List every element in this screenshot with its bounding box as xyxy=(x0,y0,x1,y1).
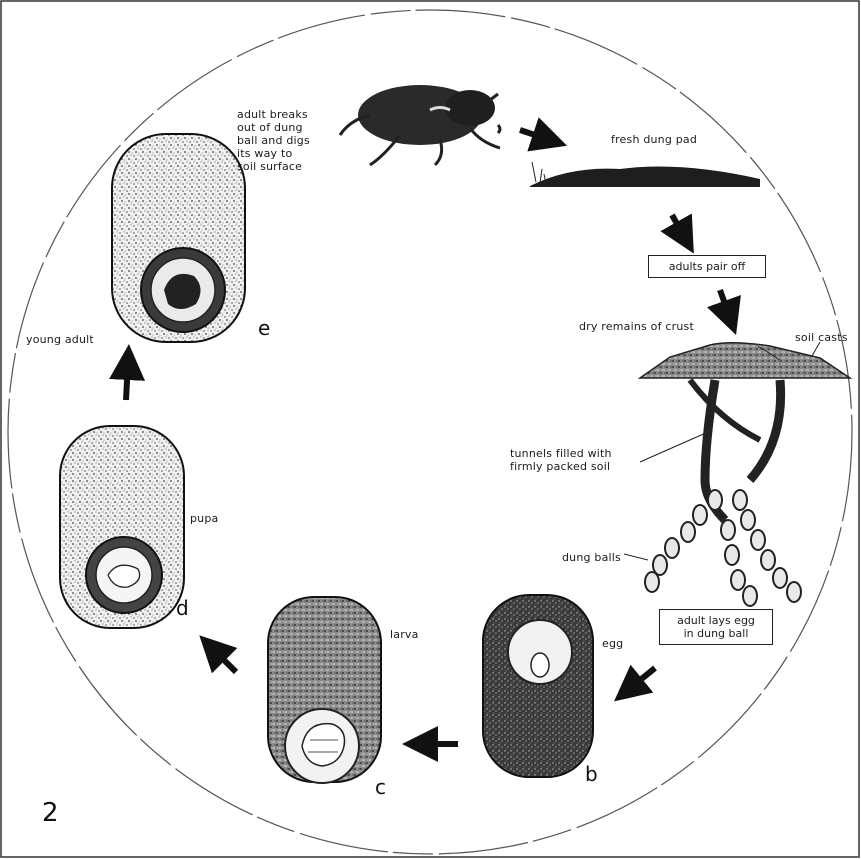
label-adult-emerges: adult breaks out of dung ball and digs i… xyxy=(237,108,347,173)
larva-ball xyxy=(268,597,381,783)
label-soil-casts: soil casts xyxy=(795,331,848,344)
pupa-ball xyxy=(60,426,184,628)
arrow-to-dung-pad xyxy=(520,130,550,140)
label-tunnels: tunnels filled with firmly packed soil xyxy=(510,447,612,473)
stage-letter-c: c xyxy=(375,775,386,799)
label-dung-balls: dung balls xyxy=(562,551,621,564)
label-young-adult: young adult xyxy=(26,333,94,346)
egg-ball xyxy=(483,595,593,777)
stage-letter-b: b xyxy=(585,762,598,786)
box-adult-lays-egg: adult lays egg in dung ball xyxy=(659,609,773,645)
arrow-to-burrow xyxy=(720,290,730,318)
label-dry-remains: dry remains of crust xyxy=(579,320,694,333)
arrow-to-egg xyxy=(628,668,655,690)
arrow-to-pair-off xyxy=(672,215,685,238)
label-egg: egg xyxy=(602,637,623,650)
label-fresh-dung-pad: fresh dung pad xyxy=(611,133,697,146)
arrow-to-young-adult xyxy=(126,362,128,400)
box-adults-pair-off: adults pair off xyxy=(648,255,766,278)
young-adult-ball xyxy=(112,134,245,342)
stage-letter-e: e xyxy=(258,316,270,340)
figure-number: 2 xyxy=(42,798,59,828)
arrow-to-pupa xyxy=(212,648,236,672)
label-larva: larva xyxy=(390,628,419,641)
adult-beetle-illustration xyxy=(340,85,500,165)
label-pupa: pupa xyxy=(190,512,218,525)
stage-letter-d: d xyxy=(176,596,189,620)
burrow-illustration xyxy=(624,342,850,606)
dung-pad-illustration xyxy=(530,167,760,187)
